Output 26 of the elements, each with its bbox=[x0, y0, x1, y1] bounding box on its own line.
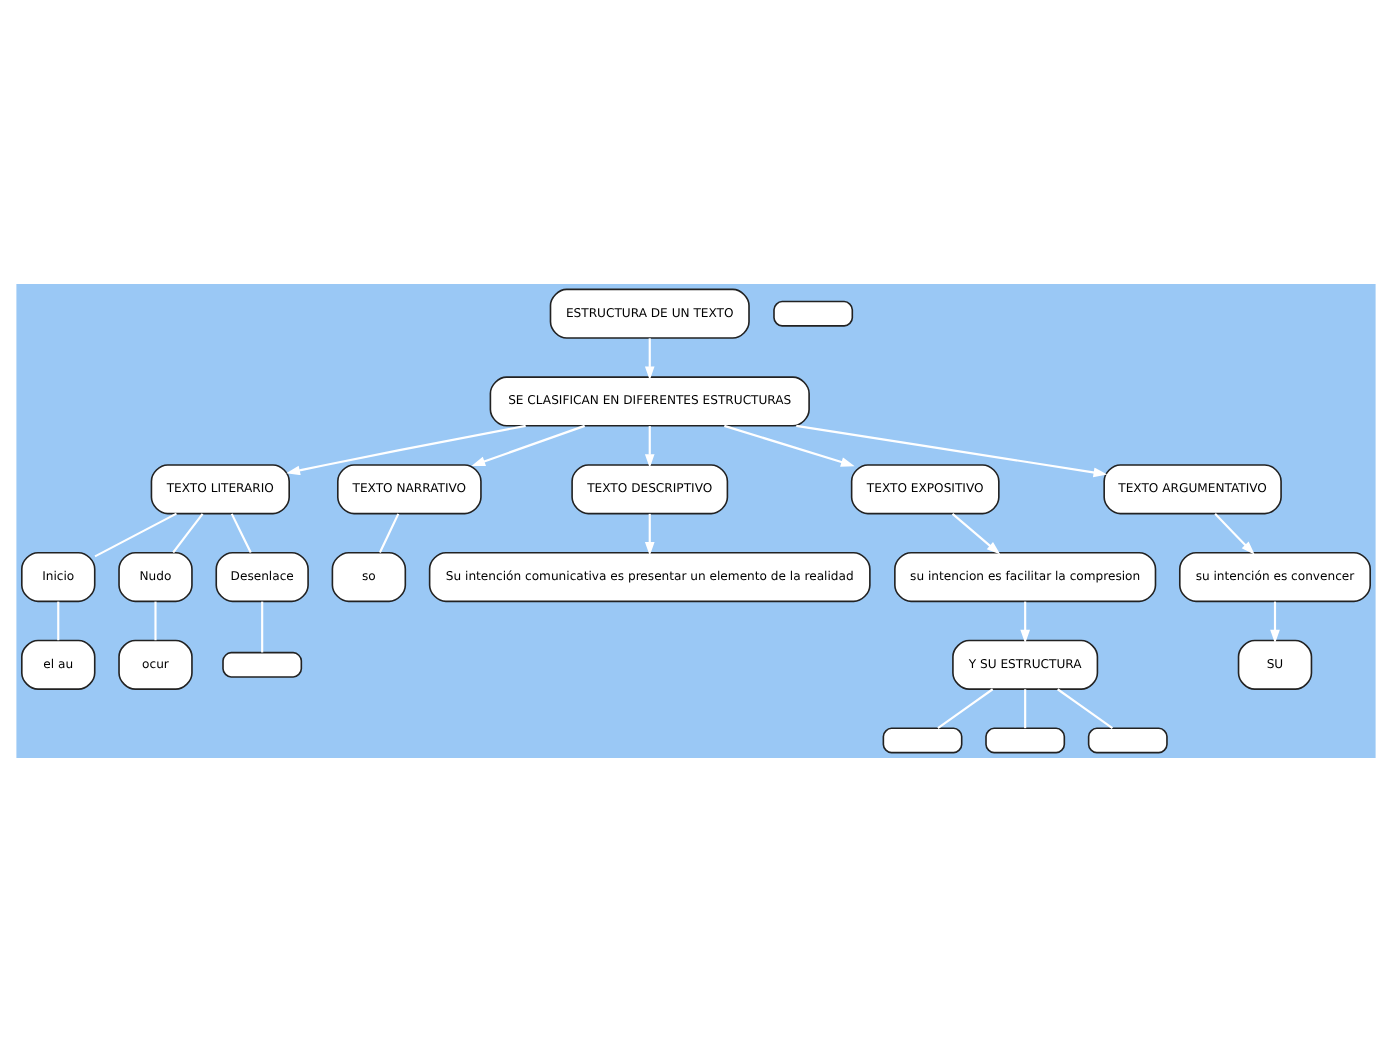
arrow bbox=[644, 512, 655, 555]
node-box bbox=[773, 299, 854, 326]
connector bbox=[172, 512, 204, 553]
connector bbox=[937, 687, 994, 729]
connector bbox=[1024, 688, 1027, 728]
arrow bbox=[644, 337, 655, 380]
connector bbox=[154, 600, 157, 640]
connector bbox=[1057, 687, 1114, 729]
connector bbox=[378, 512, 400, 552]
connector bbox=[230, 512, 252, 552]
connector bbox=[94, 511, 177, 557]
arrow bbox=[796, 423, 1108, 477]
arrow bbox=[471, 423, 586, 465]
arrow bbox=[286, 423, 526, 475]
arrow bbox=[644, 425, 655, 467]
node-box bbox=[882, 726, 963, 753]
arrow bbox=[724, 423, 855, 466]
node-box bbox=[1087, 726, 1168, 753]
node-box bbox=[222, 650, 303, 677]
arrow bbox=[951, 512, 1001, 554]
connector bbox=[261, 600, 264, 652]
arrow bbox=[1214, 512, 1255, 554]
node-box bbox=[985, 726, 1066, 753]
arrow bbox=[1020, 600, 1030, 643]
connector bbox=[57, 600, 60, 640]
arrow bbox=[1270, 600, 1280, 643]
